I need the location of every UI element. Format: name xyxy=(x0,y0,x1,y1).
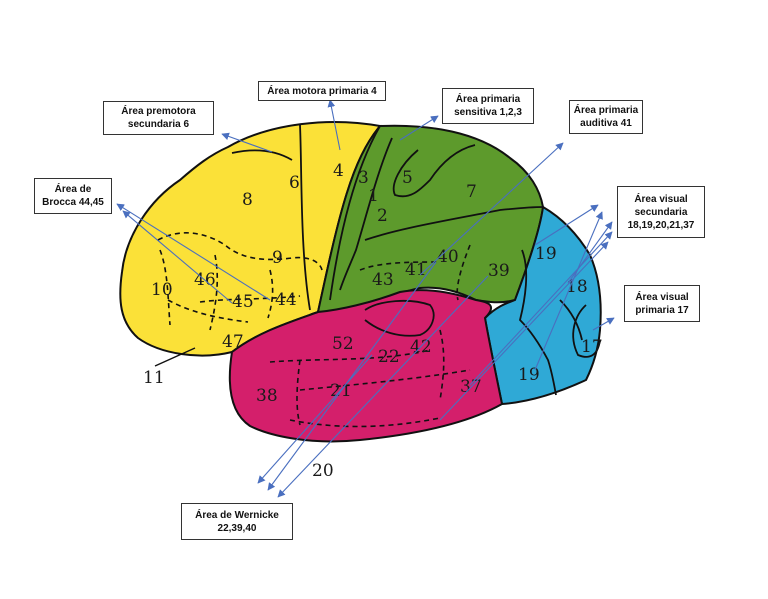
area-4: 4 xyxy=(333,161,344,181)
label-auditory: Área primaria auditiva 41 xyxy=(569,100,643,134)
area-40: 40 xyxy=(437,247,459,267)
sulci xyxy=(157,232,471,428)
arrow-broca-2 xyxy=(122,210,233,304)
area-11: 11 xyxy=(143,368,165,388)
arrow-wernicke-2 xyxy=(267,261,437,491)
arrow-auditory xyxy=(419,142,564,276)
label-premotor: Área premotora secundaria 6 xyxy=(103,101,214,135)
label-broca: Área de Brocca 44,45 xyxy=(34,178,112,214)
arrow-sensory xyxy=(399,115,439,141)
area-52: 52 xyxy=(332,334,354,354)
area-10: 10 xyxy=(151,280,173,300)
area-47: 47 xyxy=(222,332,244,352)
area-45: 45 xyxy=(232,292,254,312)
area-20: 20 xyxy=(312,461,334,481)
label-sensory: Área primaria sensitiva 1,2,3 xyxy=(442,88,534,124)
arrow-visual-sec-5 xyxy=(439,241,609,421)
arrow-visual-primary xyxy=(592,317,615,331)
label-visual-secondary: Área visual secundaria 18,19,20,21,37 xyxy=(617,186,705,238)
area-22: 22 xyxy=(378,347,400,367)
area-41: 41 xyxy=(405,260,427,280)
area-2: 2 xyxy=(377,206,388,226)
area-44: 44 xyxy=(275,290,297,310)
arrow-visual-sec-4 xyxy=(469,231,613,386)
area-11-pointer xyxy=(154,347,196,367)
callout-arrows xyxy=(116,99,615,498)
area-19-lower: 19 xyxy=(518,365,540,385)
area-39: 39 xyxy=(488,261,510,281)
arrow-wernicke-1 xyxy=(257,354,373,484)
arrow-visual-sec-2 xyxy=(534,211,603,371)
area-43: 43 xyxy=(372,270,394,290)
area-6: 6 xyxy=(289,173,300,193)
arrow-visual-sec-1 xyxy=(534,204,599,246)
arrow-motor xyxy=(327,99,341,151)
area-9: 9 xyxy=(272,248,283,268)
area-1: 1 xyxy=(368,186,379,206)
area-38: 38 xyxy=(256,386,278,406)
area-18: 18 xyxy=(566,277,588,297)
area-19-upper: 19 xyxy=(535,244,557,264)
label-motor: Área motora primaria 4 xyxy=(258,81,386,101)
area-3: 3 xyxy=(358,168,369,188)
temporal-lobe xyxy=(228,289,504,443)
area-7: 7 xyxy=(466,182,477,202)
arrow-wernicke-3 xyxy=(277,275,489,498)
label-wernicke: Área de Wernicke 22,39,40 xyxy=(181,503,293,540)
area-8: 8 xyxy=(242,190,253,210)
occipital-lobe xyxy=(483,205,602,406)
arrow-premotor xyxy=(221,132,273,153)
label-visual-primary: Área visual primaria 17 xyxy=(624,285,700,322)
area-5: 5 xyxy=(402,168,413,188)
area-17: 17 xyxy=(581,337,603,357)
arrow-broca-1 xyxy=(116,203,271,301)
